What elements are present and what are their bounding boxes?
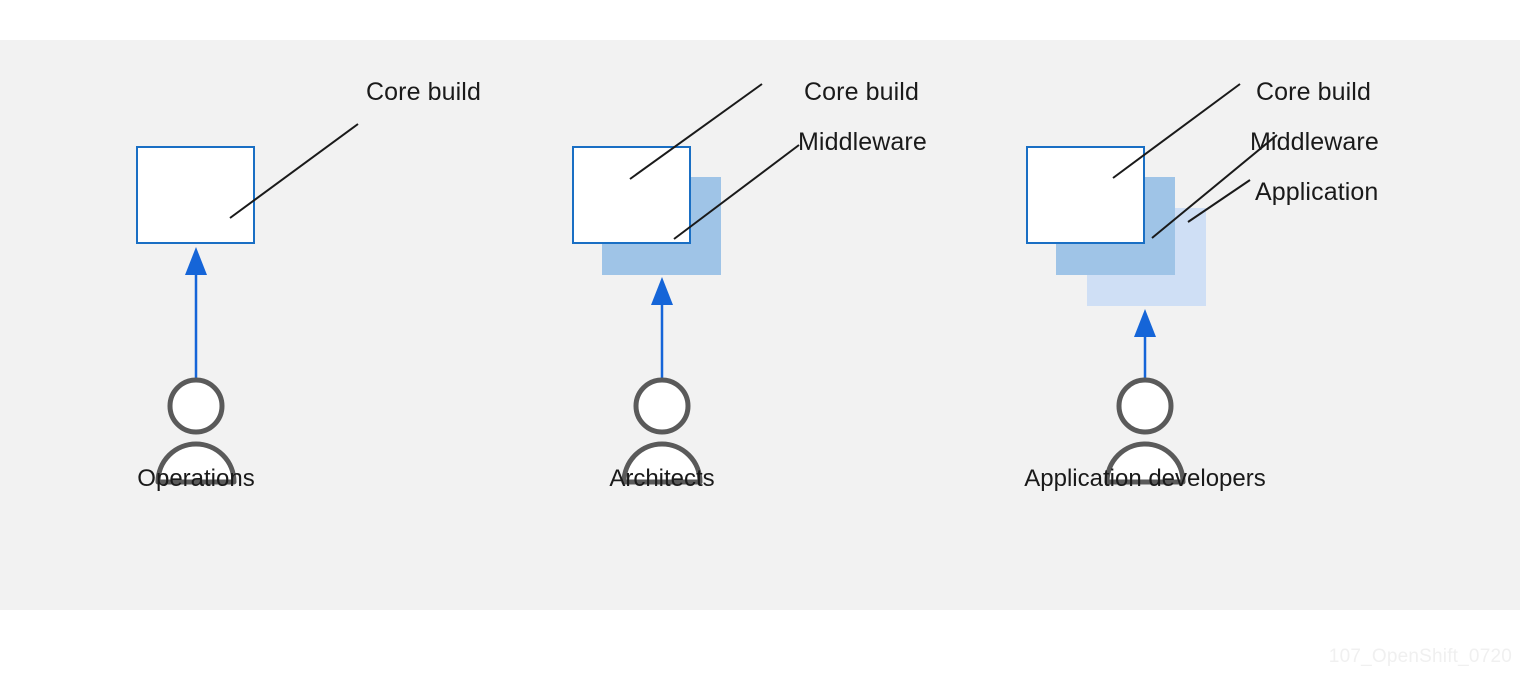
watermark-label: 107_OpenShift_0720 (1328, 646, 1512, 667)
callout-core-build: Core build (1256, 78, 1371, 106)
person-icon-architects (621, 377, 703, 485)
group-architects: Core build Middleware Architects (467, 0, 987, 570)
group-operations: Core build Operations (0, 0, 520, 570)
person-icon-application-developers (1104, 377, 1186, 485)
callout-core-build: Core build (804, 78, 919, 106)
person-icon-operations (155, 377, 237, 485)
callout-middleware: Middleware (798, 128, 927, 156)
callout-middleware: Middleware (1250, 128, 1379, 156)
callout-application: Application (1255, 178, 1379, 206)
role-label-operations: Operations (137, 465, 255, 492)
layer-core-build[interactable] (572, 146, 691, 244)
layer-core-build[interactable] (1026, 146, 1145, 244)
role-label-architects: Architects (609, 465, 715, 492)
role-label-application-developers: Application developers (1024, 465, 1266, 492)
callout-core-build: Core build (366, 78, 481, 106)
group-application-developers: Core build Middleware Application Applic… (920, 0, 1440, 570)
layer-core-build[interactable] (136, 146, 255, 244)
